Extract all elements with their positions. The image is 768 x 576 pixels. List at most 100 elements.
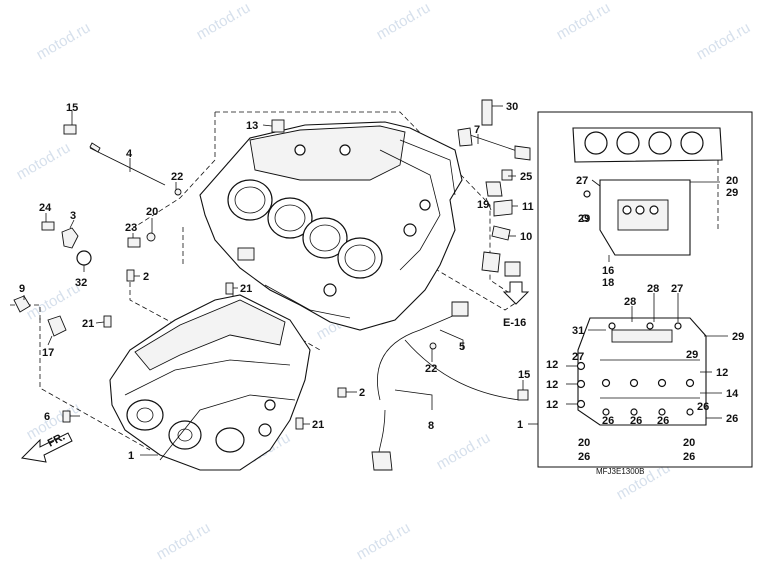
callout-20: 20	[578, 437, 590, 449]
cylinder-sleeve	[274, 204, 306, 232]
dowel-pin-21-icon	[103, 315, 112, 328]
washer-20-icon	[146, 232, 156, 242]
seal-32-icon	[76, 250, 92, 266]
bolt-hole	[419, 199, 431, 211]
callout-32: 32	[75, 277, 87, 289]
callout-26: 26	[697, 401, 709, 413]
gasket-bore	[584, 131, 608, 155]
leader-line	[262, 124, 273, 127]
detail-bolt	[630, 408, 638, 416]
callout-7: 7	[474, 124, 480, 136]
detail-bolt	[635, 205, 645, 215]
connector-5-icon	[451, 301, 469, 317]
detail-bolt	[583, 190, 591, 198]
callout-12: 12	[546, 399, 558, 411]
callout-14: 14	[726, 388, 739, 400]
callout-3: 3	[70, 210, 76, 222]
detail-bolt	[646, 322, 654, 330]
bolt-15-icon	[517, 389, 529, 401]
callout-20: 20	[146, 206, 158, 218]
bolt-hole	[258, 423, 272, 437]
callout-18: 18	[602, 277, 614, 289]
upper-crankcase	[199, 121, 463, 331]
bolt-23-icon	[127, 237, 141, 248]
leader-line	[394, 389, 433, 410]
detail-bolt	[608, 322, 616, 330]
pipe-4-icon	[89, 147, 166, 186]
callout-26: 26	[578, 451, 590, 463]
e16-reference: E-16	[502, 281, 530, 329]
callout-21: 21	[312, 419, 324, 431]
callout-16: 16	[602, 265, 614, 277]
lower-case-rib	[124, 359, 291, 396]
callout-22: 22	[425, 363, 437, 375]
leader-line	[485, 197, 492, 211]
callout-23: 23	[125, 222, 137, 234]
cylinder-sleeve	[309, 224, 341, 252]
cylinder-bore-2	[267, 197, 313, 239]
watermark: motod.ru	[34, 19, 94, 63]
callout-25: 25	[520, 171, 532, 183]
detail-bolt	[601, 378, 611, 388]
sensor-7-icon	[457, 127, 473, 147]
callout-10: 10	[520, 231, 532, 243]
upper-case-rib	[264, 284, 351, 319]
small-parts	[13, 99, 531, 471]
callout-31: 31	[572, 325, 584, 337]
bolt-hole	[403, 223, 417, 237]
callout-24: 24	[39, 202, 52, 214]
watermark: motod.ru	[434, 429, 494, 473]
bolt-hole	[264, 399, 276, 411]
gasket-bore	[680, 131, 704, 155]
leader-line	[69, 219, 75, 229]
callout-28: 28	[624, 296, 636, 308]
leader-line	[95, 321, 105, 324]
watermark: motod.ru	[154, 519, 214, 563]
sensor-9-icon	[13, 295, 31, 313]
switch-17-icon	[47, 315, 67, 337]
washer-22-icon	[174, 188, 182, 196]
filter-part-icon	[481, 251, 501, 273]
callout-6: 6	[44, 411, 50, 423]
dowel-pin-2-icon	[337, 387, 347, 398]
leader-line	[591, 179, 601, 187]
detail-bolt	[629, 378, 639, 388]
bolt-hole	[339, 144, 351, 156]
callout-17: 17	[42, 347, 54, 359]
front-arrow-icon	[20, 432, 73, 463]
bolt-25-icon	[501, 169, 513, 181]
lower-left-frame	[39, 318, 151, 451]
connector-8-icon	[371, 451, 393, 471]
lower-case-rib	[159, 394, 296, 461]
sensor-19-icon	[485, 181, 503, 197]
leader-line	[439, 329, 464, 350]
callout-20: 20	[683, 437, 695, 449]
callout-1: 1	[517, 419, 523, 431]
callout-29: 29	[726, 187, 738, 199]
callout-29: 29	[686, 349, 698, 361]
callout-11: 11	[522, 201, 534, 213]
crank-journal	[126, 399, 164, 431]
callout-26: 26	[657, 415, 669, 427]
watermark: motod.ru	[194, 0, 254, 43]
plug-10-icon	[491, 225, 511, 241]
diagram-code: MFJ3E1300B	[596, 467, 644, 476]
callout-8: 8	[428, 420, 434, 432]
dowel-pin-2-icon	[126, 269, 135, 282]
detail-bolt	[622, 205, 632, 215]
lower-case-detail-strip	[611, 329, 673, 343]
upper-case-detail-window	[617, 199, 669, 231]
upper-crankcase-top-deck	[249, 125, 406, 181]
upper-case-rib	[399, 139, 456, 196]
watermark: motod.ru	[374, 0, 434, 43]
bolt-hole	[294, 144, 306, 156]
upper-case-rib	[379, 149, 441, 271]
callout-15: 15	[518, 369, 530, 381]
callout-26: 26	[602, 415, 614, 427]
detail-bolt	[658, 408, 666, 416]
detail-bolt	[576, 361, 586, 371]
main-callouts: 15 4 22 13 30 7 25 19 11 10 24 3 20 23 2…	[19, 101, 534, 462]
callout-22: 22	[171, 171, 183, 183]
